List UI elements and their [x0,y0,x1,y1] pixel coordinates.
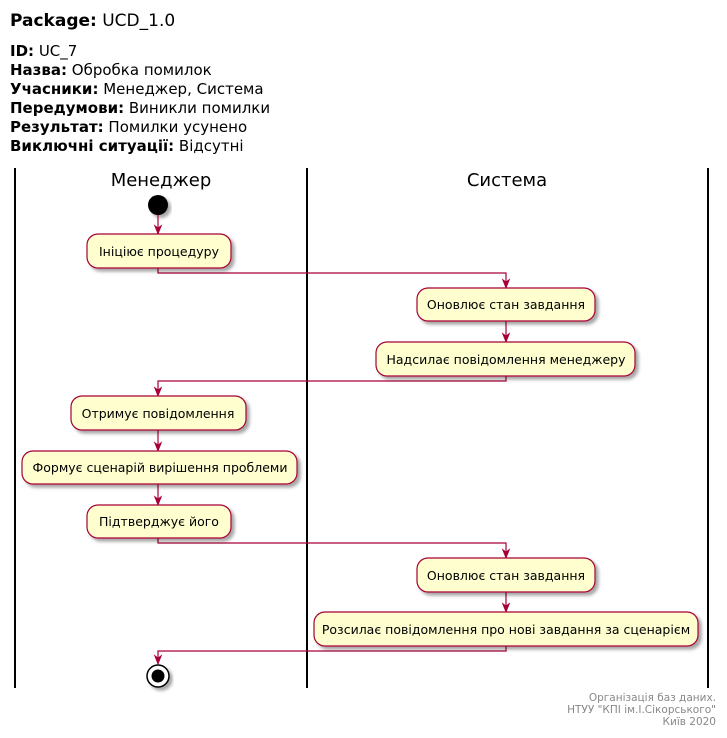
flow-arrow [153,376,507,398]
footer-line: НТУУ "КПІ ім.І.Сікорського" [567,704,716,716]
preconditions-value: Виникли помилки [128,99,271,117]
name-label: Назва: [10,61,68,79]
exceptions-line: Виключні ситуації: Відсутні [10,137,270,156]
activity-label: Формує сценарій вирішення проблеми [33,460,288,475]
flow-arrow [153,646,507,666]
id-value: UC_7 [38,42,78,60]
activity-label: Оновлює стан завдання [427,568,585,583]
activity-label: Розсилає повідомлення про нові завдання … [322,622,690,637]
activity-form-scenario: Формує сценарій вирішення проблеми [21,450,298,485]
activity-confirm: Підтверджує його [86,504,232,539]
participants-value: Менеджер, Система [103,80,264,98]
activity-initiate: Ініціює процедуру [86,233,232,269]
activity-update-status-1: Оновлює стан завдання [416,287,596,322]
lane-title-manager: Менеджер [111,170,212,191]
exceptions-value: Відсутні [178,137,244,155]
result-value: Помилки усунено [108,118,248,136]
result-label: Результат: [10,118,104,136]
package-line: Package: UCD_1.0 [10,8,270,34]
footer-line: Організація баз даних. [588,692,716,704]
package-value: UCD_1.0 [102,11,176,31]
activity-label: Надсилає повідомлення менеджеру [387,352,627,367]
activity-update-status-2: Оновлює стан завдання [416,557,596,593]
name-value: Обробка помилок [71,61,212,79]
flow-arrow [157,268,511,290]
start-node [148,195,168,215]
package-label: Package: [10,11,97,31]
footer-line: Київ 2020 [662,716,716,728]
activity-label: Отримує повідомлення [82,406,235,421]
activity-label: Підтверджує його [99,514,219,529]
end-node [146,664,170,688]
name-line: Назва: Обробка помилок [10,61,270,80]
activity-send-notification: Надсилає повідомлення менеджеру [375,341,636,377]
flow-arrow [157,538,511,560]
preconditions-label: Передумови: [10,99,125,117]
id-label: ID: [10,42,35,60]
activity-distribute-tasks: Розсилає повідомлення про нові завдання … [313,611,699,647]
preconditions-line: Передумови: Виникли помилки [10,99,270,118]
activity-label: Оновлює стан завдання [427,297,585,312]
id-line: ID: UC_7 [10,42,270,61]
exceptions-label: Виключні ситуації: [10,137,175,155]
lane-title-system: Система [467,170,547,191]
participants-label: Учасники: [10,80,99,98]
activity-label: Ініціює процедуру [99,244,220,259]
participants-line: Учасники: Менеджер, Система [10,80,270,99]
diagram-header: Package: UCD_1.0 ID: UC_7 Назва: Обробка… [10,8,270,156]
footer-credits: Організація баз даних. НТУУ "КПІ ім.І.Сі… [567,692,716,728]
activity-receive-notification: Отримує повідомлення [70,395,247,431]
result-line: Результат: Помилки усунено [10,118,270,137]
